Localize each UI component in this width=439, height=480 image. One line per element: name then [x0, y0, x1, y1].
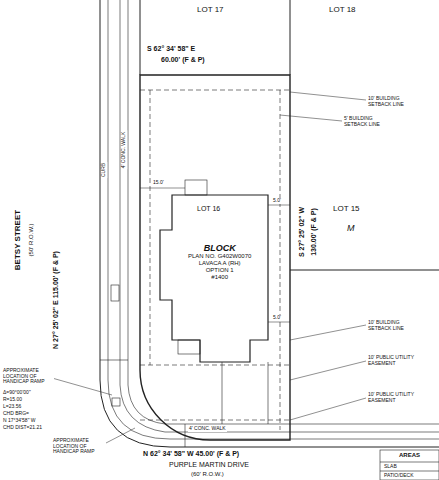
- distance: 130.00' (F & P): [310, 207, 318, 257]
- curve-data: Δ=90°00'00": [2, 390, 32, 396]
- plan-info: #1400: [188, 274, 251, 281]
- plan-info: PLAN NO. G402W0070: [188, 253, 251, 260]
- setback-note: 10' BUILDING SETBACK LINE: [367, 96, 421, 107]
- table-cell: SLAB: [383, 464, 398, 470]
- street-name: PURPLE MARTIN DRIVE: [168, 461, 250, 469]
- walk-label: 4' CONC. WALK: [188, 426, 227, 432]
- dimension: 15.0': [152, 180, 165, 186]
- dimension: 5.0': [272, 315, 282, 321]
- bearing: S 62° 34' 58" E: [146, 45, 196, 53]
- curb-label: CURB: [101, 162, 107, 178]
- lot-label: LOT 18: [328, 6, 357, 15]
- lot-label: LOT 15: [332, 205, 361, 214]
- setback-note: 5' BUILDING SETBACK LINE: [343, 116, 397, 127]
- easement-note: 10' PUBLIC UTILITY EASEMENT: [367, 355, 421, 366]
- block-letter: M: [346, 224, 356, 234]
- house-footprint: BLOCKPLAN NO. G402W0070LAVACA A (RH)OPTI…: [188, 243, 251, 281]
- curve-data: R=15.00: [2, 397, 23, 403]
- block-title: BLOCK: [188, 243, 251, 253]
- plan-info: OPTION 1: [188, 267, 251, 274]
- curve-data: CHD BRG=: [2, 411, 30, 417]
- right-of-way: (60' R.O.W.): [190, 471, 225, 478]
- ramp-note: APPROXIMATE LOCATION OF HANDICAP RAMP: [52, 438, 106, 455]
- curve-data: L=23.56: [2, 404, 22, 410]
- setback-note: 10' BUILDING SETBACK LINE: [367, 320, 421, 331]
- right-of-way: (50' R.O.W.): [28, 223, 35, 258]
- street-name: BETSY STREET: [14, 209, 23, 271]
- plan-info: LAVACA A (RH): [188, 260, 251, 267]
- distance: 60.00' (F & P): [160, 56, 206, 64]
- ramp-note: APPROXIMATE LOCATION OF HANDICAP RAMP: [2, 368, 54, 385]
- lot-label: LOT 16: [196, 205, 221, 213]
- lot-label: LOT 17: [196, 6, 225, 15]
- curve-data: N 17°34'58" W: [2, 418, 37, 424]
- curve-data: CHD DIST=21.21: [2, 425, 43, 431]
- dimension: 5.0': [272, 198, 282, 204]
- easement-note: 10' PUBLIC UTILITY EASEMENT: [367, 392, 421, 403]
- table-header: AREAS: [398, 452, 421, 459]
- bearing-distance: N 27° 25' 02" E 115.00' (F & P): [52, 250, 60, 350]
- bearing: S 27° 25' 02" W: [298, 206, 306, 258]
- walk-label: 4' CONC. WALK: [121, 131, 127, 170]
- table-cell: PATIO/DECK: [383, 473, 415, 479]
- bearing-distance: N 62° 34' 58" W 45.00' (F & P): [142, 450, 240, 458]
